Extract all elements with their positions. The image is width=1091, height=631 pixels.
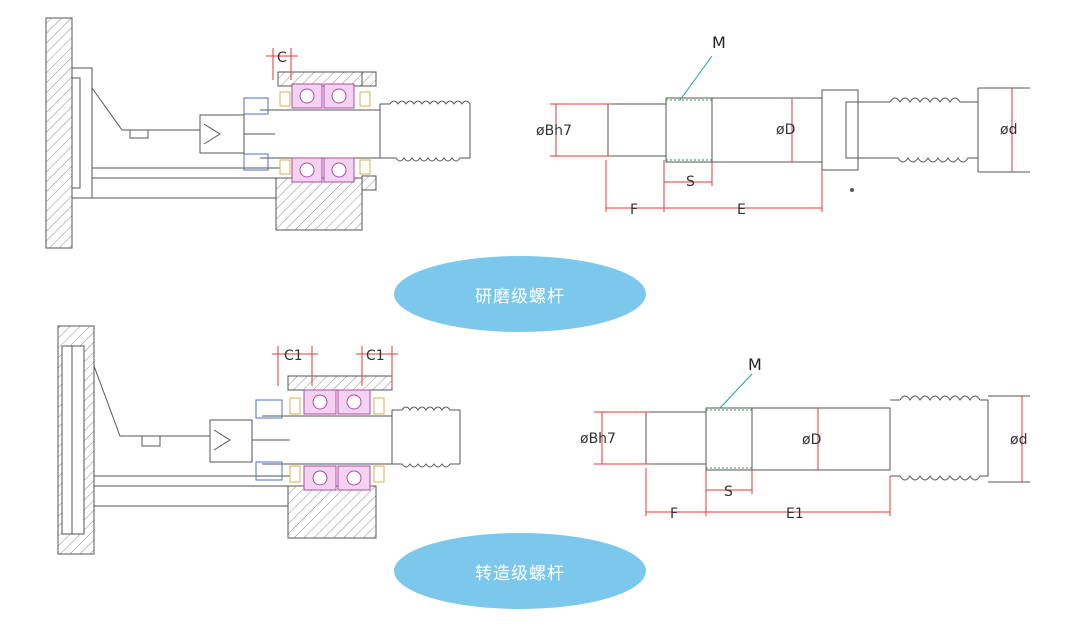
label-bh7-bottom: øBh7: [580, 431, 616, 447]
thread-label-m-bottom: M: [748, 355, 762, 374]
label-c: C: [277, 50, 287, 66]
bearing-lower: [291, 157, 355, 183]
bearing-upper-2: [303, 389, 371, 415]
rolled-screw-label-badge: 转造级螺杆: [394, 533, 646, 609]
label-bh7-top: øBh7: [536, 123, 572, 139]
rolled-shaft-dimensions: [594, 396, 1023, 516]
ground-screw-label-badge: 研磨级螺杆: [394, 256, 646, 332]
label-d-top: ød: [1000, 122, 1017, 138]
label-F-top: F: [630, 202, 638, 218]
label-S-bottom: S: [724, 484, 733, 500]
bearing-upper: [291, 83, 355, 109]
label-E-top: E: [737, 202, 746, 218]
label-d-bottom: ød: [1010, 432, 1027, 448]
label-c1-right: C1: [366, 348, 385, 364]
rolled-shaft-drawing: [645, 395, 1030, 483]
rolled-assembly-drawing: [57, 325, 461, 555]
label-D-top: øD: [776, 122, 795, 138]
ground-shaft-dimensions: [550, 88, 1013, 212]
thread-label-m-top: M: [712, 33, 726, 52]
ground-shaft-drawing: [607, 87, 1030, 192]
label-E1-bottom: E1: [786, 506, 804, 522]
housing-block: [275, 177, 363, 231]
label-F-bottom: F: [670, 506, 678, 522]
label-S-top: S: [686, 174, 695, 190]
housing-block-2: [287, 485, 377, 539]
motor-flange: [45, 17, 73, 249]
dimension-c: [266, 48, 298, 80]
ground-assembly-drawing: [45, 17, 471, 249]
label-c1-left: C1: [284, 348, 303, 364]
label-D-bottom: øD: [802, 432, 821, 448]
dimension-c1: [272, 346, 398, 386]
bearing-lower-2: [303, 465, 371, 491]
